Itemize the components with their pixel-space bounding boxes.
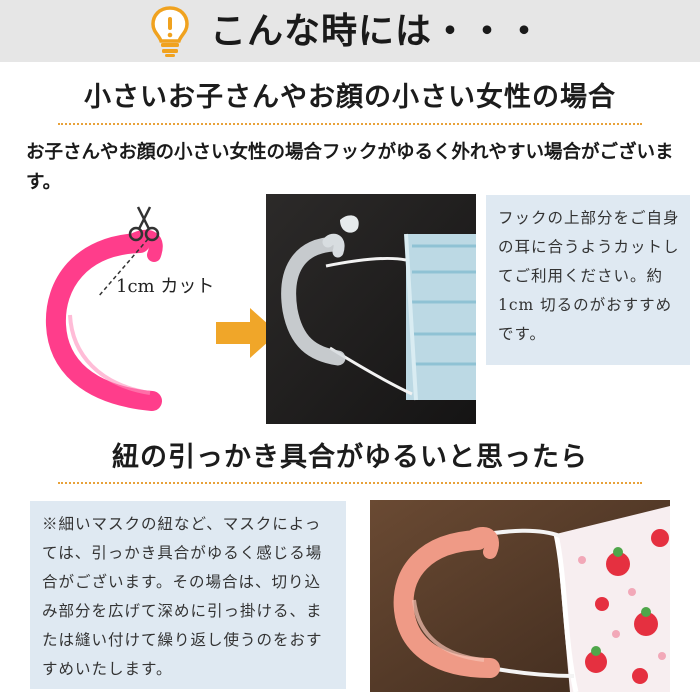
section2-title: 紐の引っかき具合がゆるいと思ったら	[112, 442, 588, 473]
section1-title: 小さいお子さんやお顔の小さい女性の場合	[84, 82, 616, 113]
lightbulb-icon	[151, 6, 189, 57]
page-title: こんな時には・・・	[210, 10, 544, 52]
section2-note: ※細いマスクの紐など、マスクによっては、引っかき具合がゆるく感じる場合がございま…	[30, 501, 346, 689]
header-bar: こんな時には・・・	[0, 0, 700, 62]
arrow-right-icon	[216, 308, 278, 358]
hook-on-strawberry-mask-photo	[370, 500, 670, 692]
section1-divider	[58, 123, 642, 125]
hook-on-mask-photo	[266, 194, 476, 424]
section2-divider	[58, 482, 642, 484]
section1-description: お子さんやお顔の小さい女性の場合フックがゆるく外れやすい場合がございます。	[26, 142, 674, 193]
section1-note: フックの上部分をご自身の耳に合うようカットしてご利用ください。約 1cm 切るの…	[486, 195, 690, 365]
cut-label: 1cm カット	[116, 276, 215, 297]
scissors-icon	[128, 206, 160, 242]
